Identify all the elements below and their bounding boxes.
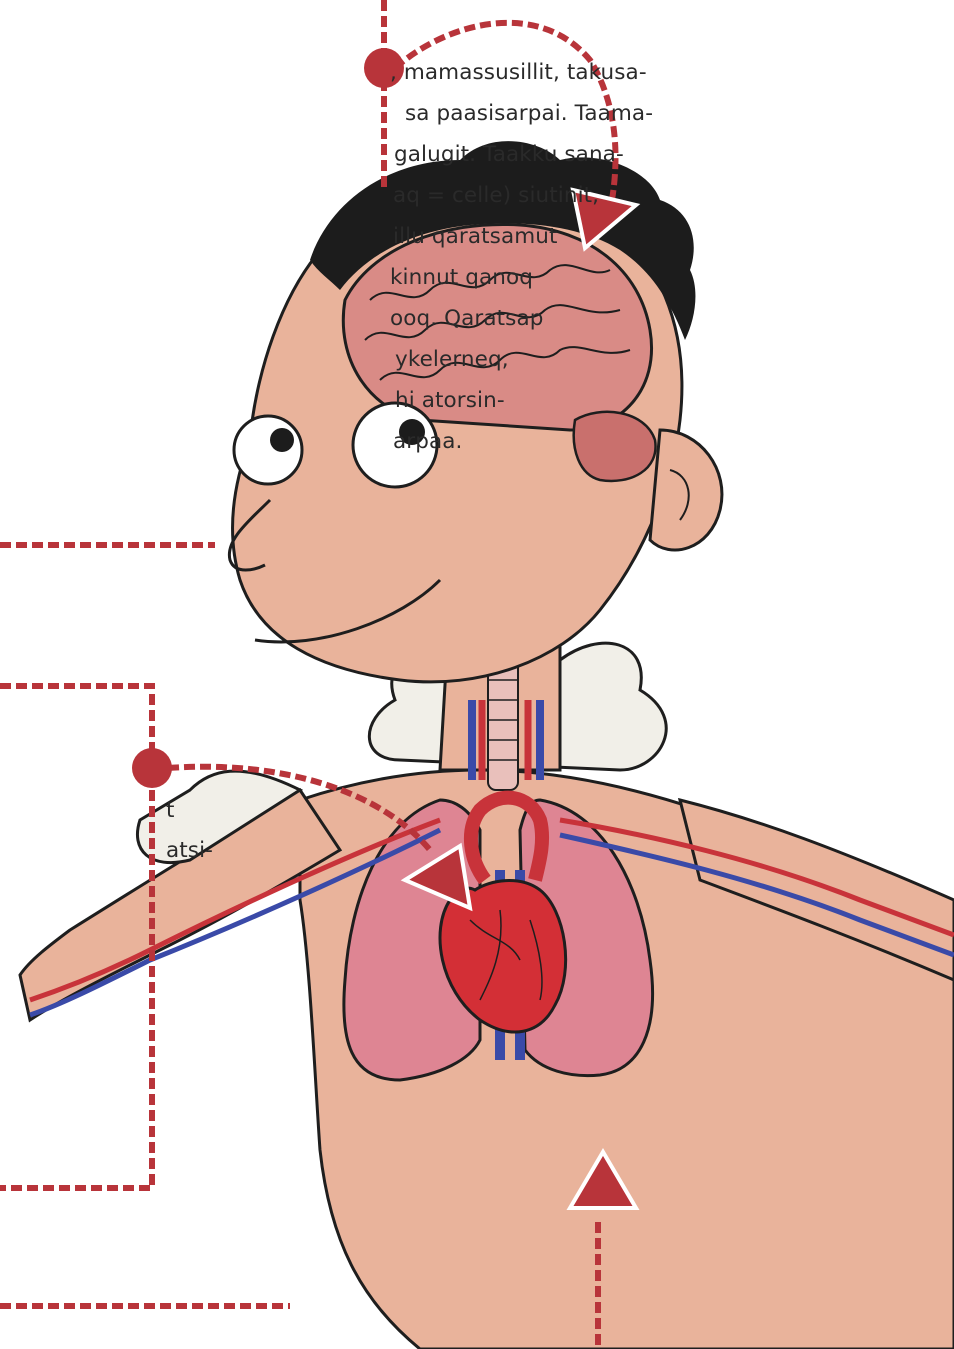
cerebellum: [574, 412, 656, 481]
left-pupil: [270, 428, 294, 452]
brain-text-line: ooq. Qaratsap: [390, 304, 544, 334]
heart-text-line: atsi-: [166, 836, 213, 866]
brain-text-line: , mamassusillit, takusa-: [390, 58, 647, 88]
brain-text-line: galugit. Taakku sana-: [394, 140, 624, 170]
heart-text-line: t: [166, 796, 175, 826]
heart-callout-dot: [132, 748, 172, 788]
brain-text-line: sa paasisarpai. Taama-: [405, 99, 653, 129]
brain-text-line: arpaa.: [393, 427, 462, 457]
brain-text-line: ykelerneq,: [395, 345, 509, 375]
ear: [650, 430, 722, 550]
brain-text-line: hi atorsin-: [395, 386, 505, 416]
brain-text-line: kinnut qanoq: [390, 263, 533, 293]
brain-text-line: illu qaratsamut: [393, 222, 558, 252]
brain-text-line: aq = celle) siutinit,: [393, 181, 599, 211]
left-eye: [234, 416, 302, 484]
